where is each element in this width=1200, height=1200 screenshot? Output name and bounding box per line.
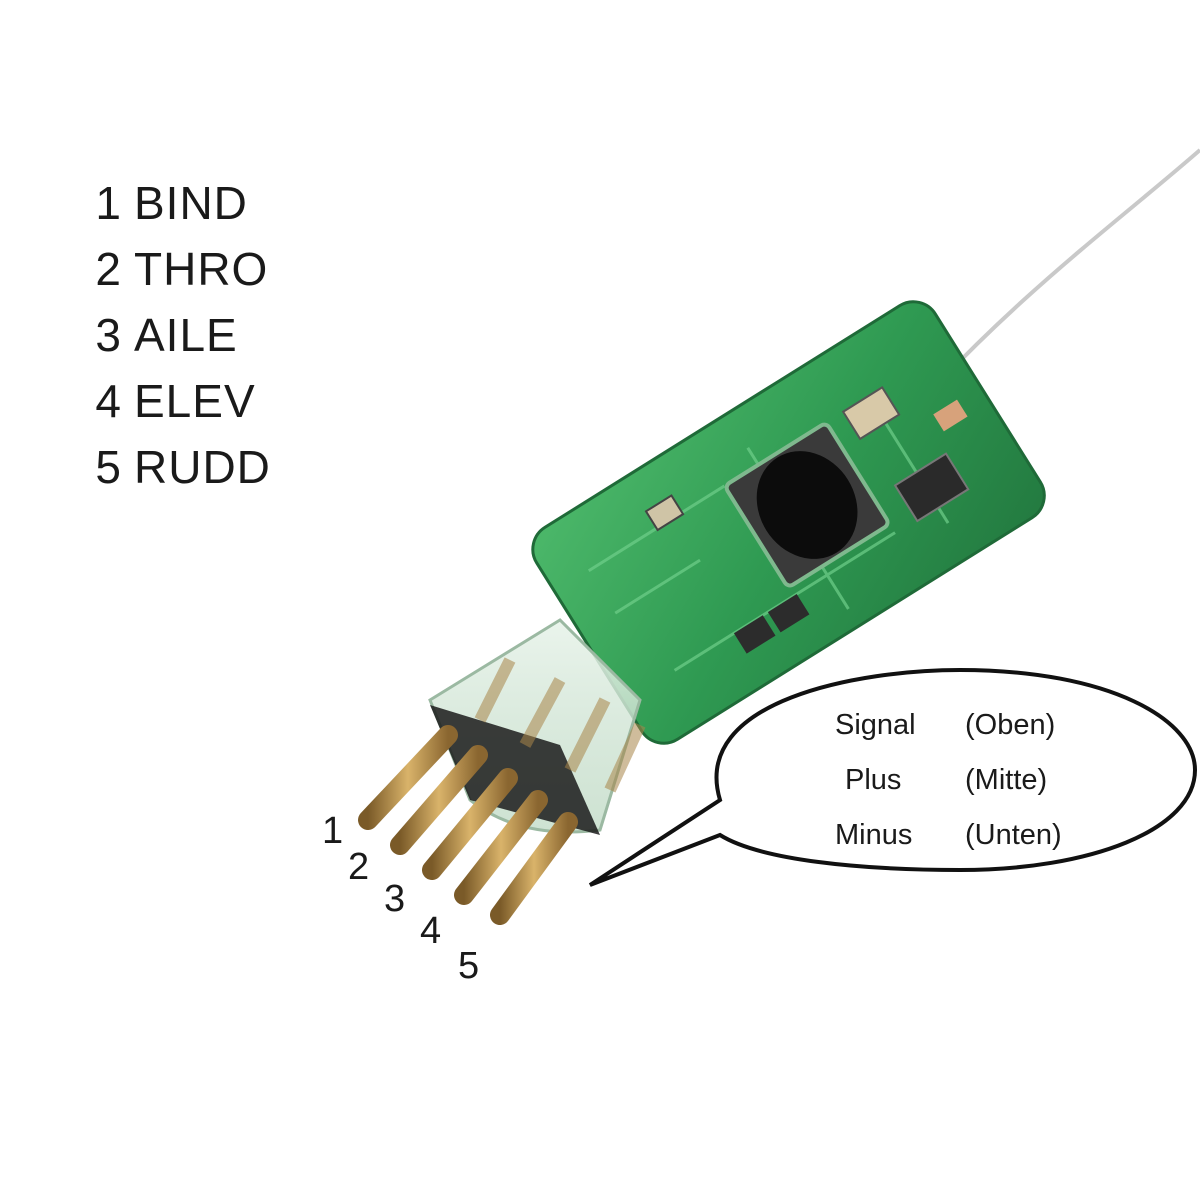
wire-position: (Oben): [965, 709, 1056, 741]
channel-item: 4 ELEV: [70, 368, 271, 434]
channel-name: ELEV: [134, 375, 256, 427]
pin-label-1: 1: [322, 810, 344, 852]
channel-item: 5 RUDD: [70, 434, 271, 500]
wire-name: Minus: [835, 819, 913, 851]
channel-name: RUDD: [134, 441, 271, 493]
channel-item: 1 BIND: [70, 170, 271, 236]
wire-name: Plus: [845, 764, 902, 796]
channel-item: 3 AILE: [70, 302, 271, 368]
callout-row: Plus (Mitte): [835, 753, 1062, 808]
wire-name: Signal: [835, 709, 916, 741]
pcb-board: [531, 300, 1046, 745]
callout-bubble: [588, 667, 1198, 887]
pin-label-4: 4: [420, 910, 442, 952]
channel-number: 5: [95, 441, 122, 493]
callout-row: Minus (Unten): [835, 808, 1062, 863]
wire-position: (Mitte): [965, 764, 1048, 796]
channel-name: BIND: [134, 177, 248, 229]
header-pins: [358, 657, 646, 925]
channel-item: 2 THRO: [70, 236, 271, 302]
pin-label-3: 3: [384, 878, 406, 920]
channel-list: 1 BIND 2 THRO 3 AILE 4 ELEV 5 RUDD: [70, 170, 271, 500]
channel-number: 3: [95, 309, 122, 361]
channel-name: THRO: [134, 243, 269, 295]
channel-name: AILE: [134, 309, 238, 361]
pin-label-2: 2: [348, 846, 370, 888]
pin-label-5: 5: [458, 945, 480, 987]
channel-number: 2: [95, 243, 122, 295]
wire-position: (Unten): [965, 819, 1062, 851]
callout-text: Signal (Oben) Plus (Mitte) Minus (Unten): [835, 698, 1062, 863]
channel-number: 4: [95, 375, 122, 427]
callout-row: Signal (Oben): [835, 698, 1062, 753]
channel-number: 1: [95, 177, 122, 229]
